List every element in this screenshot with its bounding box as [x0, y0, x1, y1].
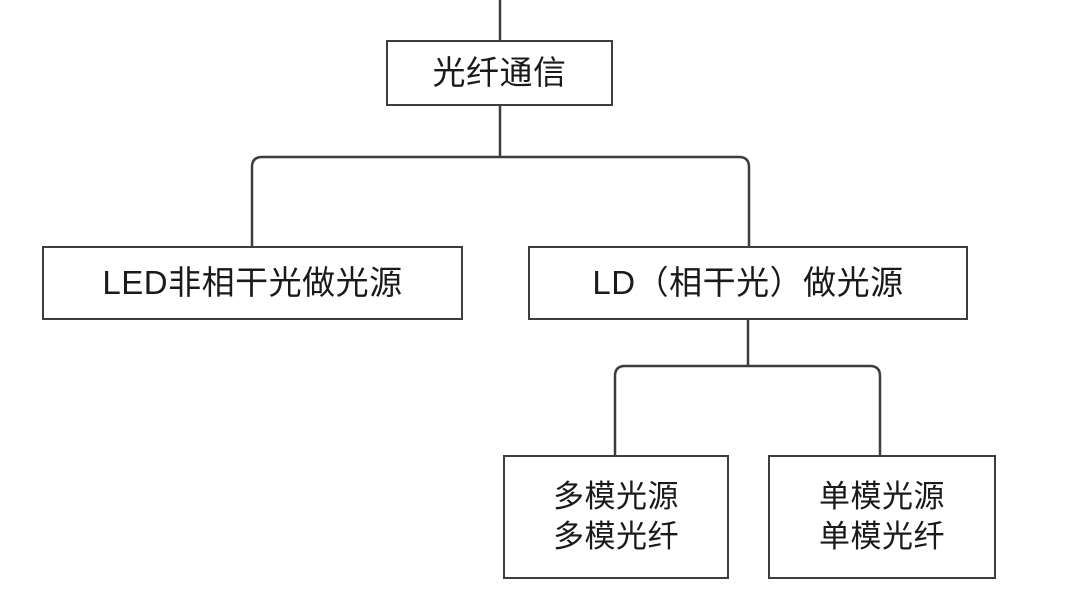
node-ld-coherent-light-source[interactable]: LD（相干光）做光源	[528, 246, 968, 320]
edge-ld-to-level3-bus	[613, 364, 882, 455]
node-multimode-source-fiber[interactable]: 多模光源 多模光纤	[503, 455, 729, 579]
node-label: 多模光源 多模光纤	[553, 479, 679, 554]
edge-root-to-level2-bus	[250, 155, 751, 246]
node-label: 光纤通信	[432, 53, 567, 91]
node-label: LD（相干光）做光源	[592, 263, 904, 301]
node-label: LED非相干光做光源	[102, 263, 403, 301]
node-led-incoherent-light-source[interactable]: LED非相干光做光源	[42, 246, 463, 320]
node-singlemode-source-fiber[interactable]: 单模光源 单模光纤	[768, 455, 996, 579]
node-label: 单模光源 单模光纤	[819, 479, 945, 554]
node-optical-fiber-communication[interactable]: 光纤通信	[386, 40, 613, 106]
